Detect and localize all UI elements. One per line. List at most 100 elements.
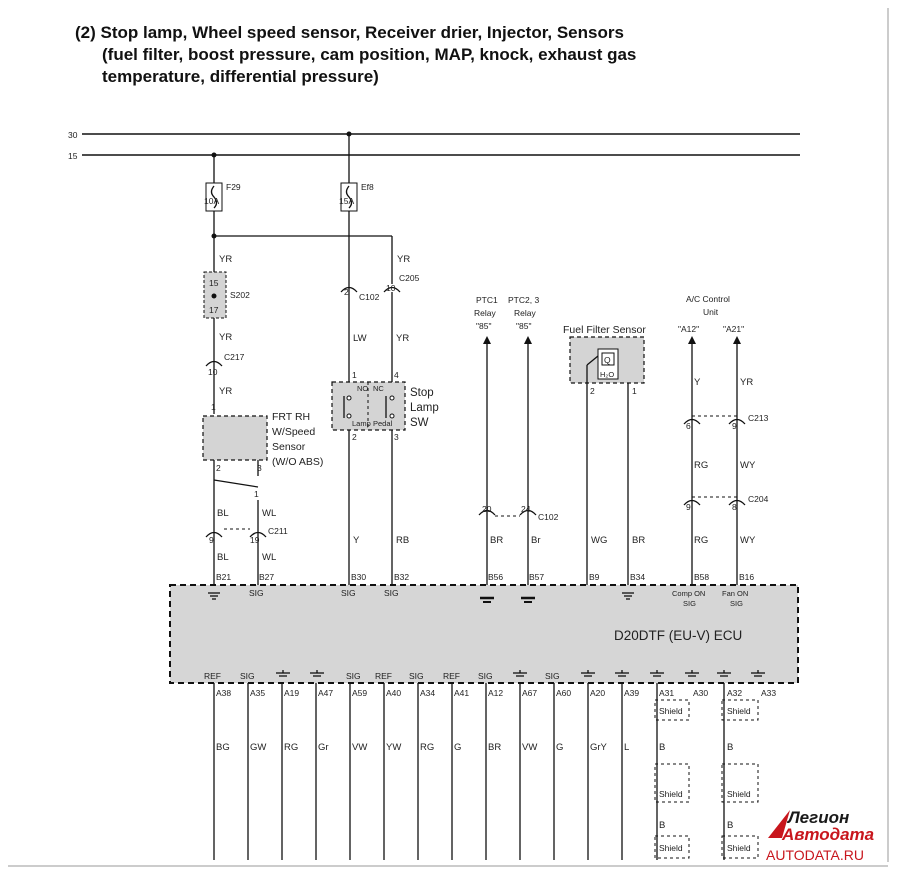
role-sig-1: SIG xyxy=(240,671,255,681)
ac-label-1: A/C Control xyxy=(686,294,730,304)
ecu-fan-on: Fan ON xyxy=(722,589,748,598)
shield-box-5 xyxy=(721,763,759,803)
pin-a59: A59 xyxy=(352,688,367,698)
wlabel-vw: VW xyxy=(352,742,367,753)
ecu-sig-b32: SIG xyxy=(384,588,399,598)
c211-pin-19: 19 xyxy=(250,535,260,545)
switch-pin-1: 1 xyxy=(352,370,357,380)
ecu-ground-b21 xyxy=(208,592,220,600)
ptc23-label-3: "85" xyxy=(516,321,532,331)
c211-label: C211 xyxy=(268,526,288,536)
watermark-logo: Легион Автодата AUTODATA.RU xyxy=(766,808,874,863)
wlabel-bg: BG xyxy=(216,742,230,753)
switch-node-2 xyxy=(346,413,352,419)
ffs-pin-2: 2 xyxy=(590,386,595,396)
switch-pedal: Pedal xyxy=(373,419,393,428)
shield-box-4 xyxy=(721,699,759,721)
s202-dot xyxy=(211,293,217,299)
c102b-pin-24: 24 xyxy=(521,504,531,514)
wire-sensor-cross xyxy=(213,479,259,488)
ecu-bottom-pins: A38 A35 A19 A47 A59 A40 A34 A41 A12 A67 … xyxy=(216,688,776,698)
ecu-pin-b57: B57 xyxy=(529,572,544,582)
wire-label-wl1: WL xyxy=(262,508,276,519)
shield-label-2: Shield xyxy=(659,789,683,799)
shield-label-5: Shield xyxy=(727,789,751,799)
c204-pin-8: 8 xyxy=(732,502,737,512)
shield-label-3: Shield xyxy=(659,843,683,853)
wlabel-vw2: VW xyxy=(522,742,537,753)
role-sig-5: SIG xyxy=(545,671,560,681)
ecu-pin-b56: B56 xyxy=(488,572,503,582)
ecu-bottom-wire-labels: BG GW RG Gr VW YW RG G BR VW G GrY L xyxy=(216,742,629,753)
pin-a38: A38 xyxy=(216,688,231,698)
shield-wire-4: B xyxy=(727,820,733,831)
wire-label-br1: BR xyxy=(490,535,503,546)
ptc23-label-2: Relay xyxy=(514,308,536,318)
ecu-pin-b9: B9 xyxy=(589,572,600,582)
wire-label-wy1: WY xyxy=(740,460,756,471)
switch-no: NO xyxy=(357,384,368,393)
wlabel-gw: GW xyxy=(250,742,266,753)
wlabel-rg: RG xyxy=(284,742,298,753)
title-line-2: (fuel filter, boost pressure, cam positi… xyxy=(102,45,637,64)
c102b-arc-b xyxy=(519,509,537,516)
role-ref-1: REF xyxy=(204,671,221,681)
c217-pin: 10 xyxy=(208,367,218,377)
switch-node-1 xyxy=(346,395,352,401)
ac-pin-a21: "A21" xyxy=(723,324,744,334)
bus-30-label: 30 xyxy=(68,130,78,140)
pin-a30: A30 xyxy=(693,688,708,698)
ptc1-label-3: "85" xyxy=(476,321,492,331)
switch-node-3 xyxy=(389,413,395,419)
ecu-ground-b57 xyxy=(521,596,535,603)
wire-label-yr3: YR xyxy=(219,332,232,343)
wlabel-gr: Gr xyxy=(318,742,329,753)
ground-a20 xyxy=(581,670,595,677)
wire-label-rg2: RG xyxy=(694,535,708,546)
fuel-switch-arm xyxy=(586,355,599,366)
wire-label-br2: Br xyxy=(531,535,541,546)
c211-arc-a xyxy=(205,531,223,538)
pin-a35: A35 xyxy=(250,688,265,698)
s202-pin-15: 15 xyxy=(209,278,219,288)
ptc1-label-1: PTC1 xyxy=(476,295,498,305)
wire-label-rg1: RG xyxy=(694,460,708,471)
fuel-filter-label: Fuel Filter Sensor xyxy=(563,324,646,336)
pin-a20: A20 xyxy=(590,688,605,698)
ground-a39 xyxy=(615,670,629,677)
ecu-bottom-grounds xyxy=(276,670,765,677)
ecu-pin-b21: B21 xyxy=(216,572,231,582)
ecu-ground-b34 xyxy=(622,592,634,600)
wire-label-bl2: BL xyxy=(217,552,229,563)
ground-a19 xyxy=(276,670,290,677)
ecu-name: D20DTF (EU-V) ECU xyxy=(614,628,742,643)
wire-label-br3: BR xyxy=(632,535,645,546)
c211-pin-9: 9 xyxy=(209,535,214,545)
wlabel-g: G xyxy=(454,742,461,753)
wire-label-rb: RB xyxy=(396,535,409,546)
diagram-title: (2) Stop lamp, Wheel speed sensor, Recei… xyxy=(75,22,636,88)
sensor-label-2: W/Speed xyxy=(272,426,315,438)
ecu-ground-b56 xyxy=(480,596,494,603)
ecu-comp-on: Comp ON xyxy=(672,589,705,598)
watermark-line1: Легион xyxy=(786,808,849,827)
wlabel-gry: GrY xyxy=(590,742,608,753)
sensor-label-1: FRT RH xyxy=(272,411,310,423)
c102b-arc-a xyxy=(478,509,496,516)
wire-label-yr1: YR xyxy=(219,254,232,265)
wire-label-yr4: YR xyxy=(219,386,232,397)
title-line-1: (2) Stop lamp, Wheel speed sensor, Recei… xyxy=(75,23,624,42)
ac-label-2: Unit xyxy=(703,307,719,317)
bus-15-label: 15 xyxy=(68,151,78,161)
fuse-f29-rating: 10A xyxy=(204,196,219,206)
ecu-top-pins: B21 B27 B30 B32 B56 B57 B9 B34 B58 B16 xyxy=(216,572,754,582)
switch-label-2: Lamp xyxy=(410,402,439,414)
wire-label-yr5: YR xyxy=(396,333,409,344)
ptc23-label-1: PTC2, 3 xyxy=(508,295,539,305)
fuel-filter-h2o: H₂O xyxy=(600,370,614,379)
switch-lamp: Lamp xyxy=(352,419,371,428)
pin-a33: A33 xyxy=(761,688,776,698)
fuse-ef8-name: Ef8 xyxy=(361,182,374,192)
c204-arc-b xyxy=(728,499,746,506)
